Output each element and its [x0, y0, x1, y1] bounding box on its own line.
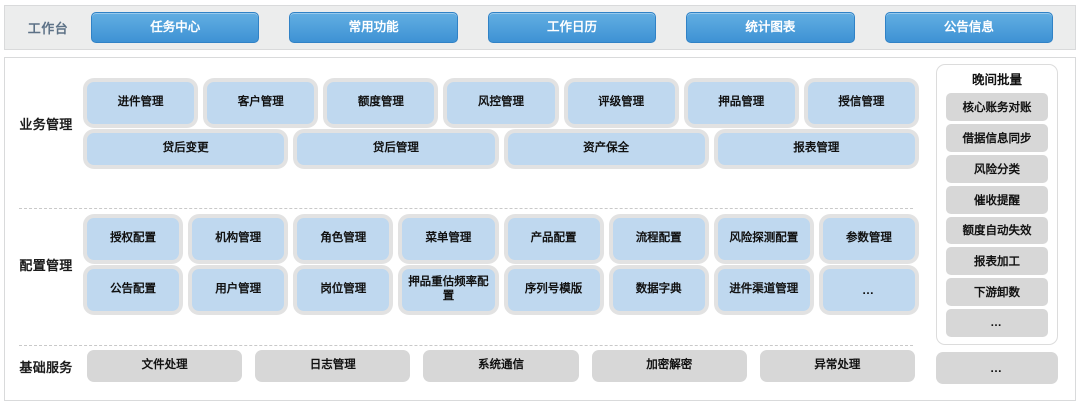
configuration-row-2: 公告配置 用户管理 岗位管理 押品重估频率配置 序列号模版 数据字典 进件渠道管…	[87, 269, 915, 311]
sidebar-item-report-processing[interactable]: 报表加工	[946, 247, 1048, 276]
tile-application-channel-management[interactable]: 进件渠道管理	[717, 269, 810, 311]
section-divider-business-config	[19, 208, 913, 209]
tile-parameter-management[interactable]: 参数管理	[822, 218, 915, 260]
sidebar-item-more[interactable]: …	[946, 309, 1048, 337]
sidebar-item-core-account-reconciliation[interactable]: 核心账务对账	[946, 93, 1048, 121]
tile-configuration-more[interactable]: …	[822, 269, 915, 311]
tile-risk-control-management[interactable]: 风控管理	[447, 82, 555, 124]
tile-customer-management[interactable]: 客户管理	[207, 82, 315, 124]
tile-exception-handling[interactable]: 异常处理	[759, 350, 916, 382]
tile-authorization-config[interactable]: 授权配置	[87, 218, 180, 260]
workbench-topbar: 工作台 任务中心 常用功能 工作日历 统计图表 公告信息	[4, 5, 1076, 50]
business-row-2: 贷后变更 贷后管理 资产保全 报表管理	[87, 133, 915, 165]
topbar-tab-list: 任务中心 常用功能 工作日历 统计图表 公告信息	[91, 12, 1075, 43]
module-map-panel: 业务管理 进件管理 客户管理 额度管理 风控管理 评级管理 押品管理 授信管理 …	[4, 57, 1076, 401]
tile-file-processing[interactable]: 文件处理	[87, 350, 243, 382]
tab-common-functions[interactable]: 常用功能	[289, 12, 458, 43]
section-business-management: 业务管理 进件管理 客户管理 额度管理 风控管理 评级管理 押品管理 授信管理 …	[5, 82, 923, 165]
section-rows-configuration: 授权配置 机构管理 角色管理 菜单管理 产品配置 流程配置 风险探测配置 参数管…	[87, 218, 923, 311]
tile-system-communication[interactable]: 系统通信	[423, 350, 579, 382]
tile-product-config[interactable]: 产品配置	[507, 218, 600, 260]
section-rows-business: 进件管理 客户管理 额度管理 风控管理 评级管理 押品管理 授信管理 贷后变更 …	[87, 82, 923, 165]
nightly-batch-list: 核心账务对账 借据信息同步 风险分类 催收提醒 额度自动失效 报表加工 下游卸数…	[946, 93, 1048, 337]
tab-task-center[interactable]: 任务中心	[91, 12, 260, 43]
section-rows-basic-services: 文件处理 日志管理 系统通信 加密解密 异常处理	[87, 350, 923, 382]
section-divider-config-base	[19, 345, 913, 346]
tile-risk-detection-config[interactable]: 风险探测配置	[717, 218, 810, 260]
section-basic-services: 基础服务 文件处理 日志管理 系统通信 加密解密 异常处理	[5, 350, 923, 382]
tile-collateral-revaluation-frequency-config[interactable]: 押品重估频率配置	[402, 269, 495, 311]
sidebar-item-collection-reminder[interactable]: 催收提醒	[946, 185, 1048, 214]
tile-basic-services-more[interactable]: …	[936, 352, 1058, 384]
business-row-1: 进件管理 客户管理 额度管理 风控管理 评级管理 押品管理 授信管理	[87, 82, 915, 124]
nightly-batch-card: 晚间批量 核心账务对账 借据信息同步 风险分类 催收提醒 额度自动失效 报表加工…	[936, 64, 1058, 345]
tile-data-dictionary[interactable]: 数据字典	[612, 269, 705, 311]
module-columns: 业务管理 进件管理 客户管理 额度管理 风控管理 评级管理 押品管理 授信管理 …	[5, 58, 923, 400]
section-configuration-management: 配置管理 授权配置 机构管理 角色管理 菜单管理 产品配置 流程配置 风险探测配…	[5, 218, 923, 311]
tile-rating-management[interactable]: 评级管理	[567, 82, 675, 124]
tile-serial-number-template[interactable]: 序列号模版	[507, 269, 600, 311]
sidebar-item-risk-classification[interactable]: 风险分类	[946, 154, 1048, 183]
tile-log-management[interactable]: 日志管理	[255, 350, 411, 382]
section-label-basic-services: 基础服务	[19, 359, 73, 375]
tile-menu-management[interactable]: 菜单管理	[402, 218, 495, 260]
tile-credit-management[interactable]: 授信管理	[807, 82, 915, 124]
tile-position-management[interactable]: 岗位管理	[297, 269, 390, 311]
tile-post-loan-change[interactable]: 贷后变更	[87, 133, 285, 165]
section-label-business: 业务管理	[19, 117, 73, 132]
tile-post-loan-management[interactable]: 贷后管理	[297, 133, 495, 165]
section-label-configuration: 配置管理	[19, 258, 73, 273]
tile-announcement-config[interactable]: 公告配置	[87, 269, 180, 311]
basic-services-row-1: 文件处理 日志管理 系统通信 加密解密 异常处理	[87, 350, 916, 382]
nightly-batch-title: 晚间批量	[971, 73, 1022, 87]
tile-collateral-management[interactable]: 押品管理	[687, 82, 795, 124]
tab-work-calendar[interactable]: 工作日历	[487, 12, 657, 43]
tile-application-management[interactable]: 进件管理	[87, 82, 195, 124]
tile-limit-management[interactable]: 额度管理	[327, 82, 435, 124]
nightly-batch-column: 晚间批量 核心账务对账 借据信息同步 风险分类 催收提醒 额度自动失效 报表加工…	[923, 58, 1075, 400]
tab-statistics-charts[interactable]: 统计图表	[686, 12, 855, 43]
tile-process-config[interactable]: 流程配置	[612, 218, 705, 260]
configuration-row-1: 授权配置 机构管理 角色管理 菜单管理 产品配置 流程配置 风险探测配置 参数管…	[87, 218, 915, 260]
sidebar-item-downstream-unload[interactable]: 下游卸数	[946, 278, 1048, 307]
workbench-label: 工作台	[27, 21, 69, 36]
tab-announcements[interactable]: 公告信息	[884, 12, 1054, 43]
tile-encryption-decryption[interactable]: 加密解密	[591, 350, 747, 382]
tile-organization-management[interactable]: 机构管理	[192, 218, 285, 260]
tile-report-management[interactable]: 报表管理	[717, 133, 915, 165]
tile-user-management[interactable]: 用户管理	[192, 269, 285, 311]
sidebar-item-iou-info-sync[interactable]: 借据信息同步	[946, 123, 1048, 152]
tile-asset-preservation[interactable]: 资产保全	[507, 133, 705, 165]
tile-role-management[interactable]: 角色管理	[297, 218, 390, 260]
sidebar-item-limit-auto-expiry[interactable]: 额度自动失效	[946, 216, 1048, 245]
